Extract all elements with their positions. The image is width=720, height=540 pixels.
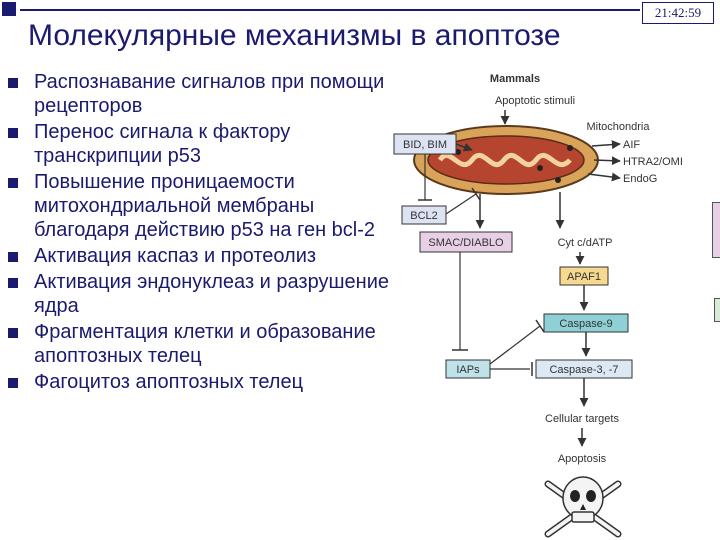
top-bar (0, 0, 720, 4)
targets-label: Cellular targets (545, 413, 619, 425)
mammals-label: Mammals (490, 73, 540, 85)
mito-dot (567, 145, 573, 151)
apoptosis-pathway-diagram: Mammals Apoptotic stimuli Mitochondria A… (393, 73, 683, 538)
bullet-square (8, 252, 18, 262)
bullet-square (8, 378, 18, 388)
bcl2-inhibit-line (445, 193, 477, 215)
cytc-label: Cyt c/dATP (558, 237, 613, 249)
bullet-text: Активация каспаз и протеолиз (34, 245, 317, 267)
smac-box (419, 231, 513, 253)
bullet-item: Активация каспаз и протеолиз (8, 244, 398, 268)
caspase9-label: Caspase-9 (559, 318, 612, 330)
bullet-square (8, 328, 18, 338)
aif-arrow (591, 140, 621, 150)
bullet-item: Фрагментация клетки и образование апопто… (8, 320, 398, 368)
apaf1-label: APAF1 (567, 271, 601, 283)
bullet-text: Перенос сигнала к фактору транскрипции p… (34, 121, 291, 167)
bullet-text: Фагоцитоз апоптозных телец (34, 371, 304, 393)
cropped-box-edge (712, 202, 720, 258)
htra2-label: HTRA2/OMI (623, 156, 683, 168)
bullet-text: Повышение проницаемости митохондриальной… (34, 171, 376, 241)
bullet-item: Активация эндонуклеаз и разрушение ядра (8, 270, 398, 318)
iaps-label: IAPs (456, 364, 480, 376)
cropped-box-edge (714, 298, 720, 322)
bullet-list: Распознавание сигналов при помощи рецепт… (8, 70, 398, 396)
bullet-text: Активация эндонуклеаз и разрушение ядра (34, 271, 389, 317)
smac-label: SMAC/DIABLO (428, 237, 504, 249)
stimuli-label: Apoptotic stimuli (495, 95, 575, 107)
iaps-inhibit-casp9 (489, 325, 541, 365)
bcl2-inhibit-bar (471, 187, 481, 201)
mito-dot (555, 177, 561, 183)
bullet-text: Фрагментация клетки и образование апопто… (34, 321, 376, 367)
bullet-item: Повышение проницаемости митохондриальной… (8, 170, 398, 242)
apoptosis-label: Apoptosis (558, 453, 607, 465)
bullet-square (8, 128, 18, 138)
bcl2-label: BCL2 (410, 210, 438, 222)
corner-square (2, 2, 16, 16)
caspase37-label: Caspase-3, -7 (549, 364, 618, 376)
bullet-item: Распознавание сигналов при помощи рецепт… (8, 70, 398, 118)
iaps-inhibit-casp9-bar (535, 319, 545, 333)
bullet-square (8, 78, 18, 88)
slide-title: Молекулярные механизмы в апоптозе (28, 19, 561, 52)
bullet-square (8, 178, 18, 188)
mito-cristae (437, 152, 572, 168)
endog-label: EndoG (623, 173, 657, 185)
bcl2-box (401, 205, 447, 225)
mitochondria-label: Mitochondria (587, 121, 651, 133)
top-line (20, 9, 640, 11)
bullet-item: Перенос сигнала к фактору транскрипции p… (8, 120, 398, 168)
bullet-text: Распознавание сигналов при помощи рецепт… (34, 71, 385, 117)
endog-arrow (587, 172, 621, 182)
mito-dot (537, 165, 543, 171)
clock: 21:42:59 (642, 2, 714, 24)
bullet-square (8, 278, 18, 288)
htra2-arrow (593, 156, 621, 166)
aif-label: AIF (623, 139, 640, 151)
bullet-item: Фагоцитоз апоптозных телец (8, 370, 398, 394)
bid-arrow (455, 142, 473, 152)
bid-bim-label: BID, BIM (403, 139, 447, 151)
skull-icon (544, 476, 622, 538)
